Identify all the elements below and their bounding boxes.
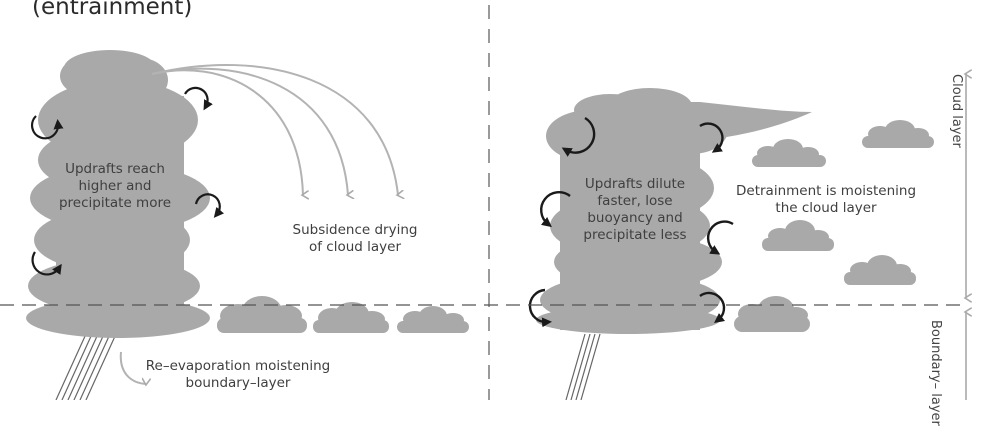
- eddy-icon: [540, 191, 571, 228]
- eddy-icon: [31, 115, 64, 140]
- left-shallow-clouds: [217, 296, 469, 333]
- eddy-icon: [706, 220, 734, 255]
- detrainment-label: Detrainment is moistening the cloud laye…: [736, 183, 917, 216]
- right-cloud-fragments: [734, 120, 934, 332]
- page-title: (entrainment): [32, 0, 193, 20]
- eddy-icon: [31, 251, 62, 276]
- eddy-icon: [699, 291, 726, 324]
- right-entrainment-eddies: [528, 116, 734, 328]
- subsidence-label: Subsidence drying of cloud layer: [292, 222, 418, 255]
- eddy-icon: [699, 122, 724, 153]
- right-deep-cloud: [536, 88, 812, 334]
- eddy-icon: [561, 116, 596, 157]
- eddy-icon: [184, 86, 213, 111]
- left-deep-cloud: [26, 50, 210, 338]
- right-precipitation: [565, 333, 601, 400]
- left-entrainment-eddies: [31, 86, 225, 276]
- subsidence-arrows: [151, 63, 398, 195]
- left-updraft-label: Updrafts reach higher and precipitate mo…: [58, 161, 172, 211]
- eddy-icon: [194, 193, 225, 218]
- right-updraft-label: Updrafts dilute faster, lose buoyancy an…: [583, 176, 687, 243]
- left-precipitation: [55, 333, 117, 400]
- reevaporation-arrow: [119, 351, 146, 384]
- diagram-canvas: [0, 5, 1000, 400]
- cloud-layer-axis-label: Cloud layer: [949, 74, 964, 148]
- boundary-layer-axis-label: Boundary– layer: [928, 320, 943, 426]
- reevaporation-label: Re–evaporation moistening boundary–layer: [145, 358, 331, 391]
- eddy-icon: [528, 288, 552, 328]
